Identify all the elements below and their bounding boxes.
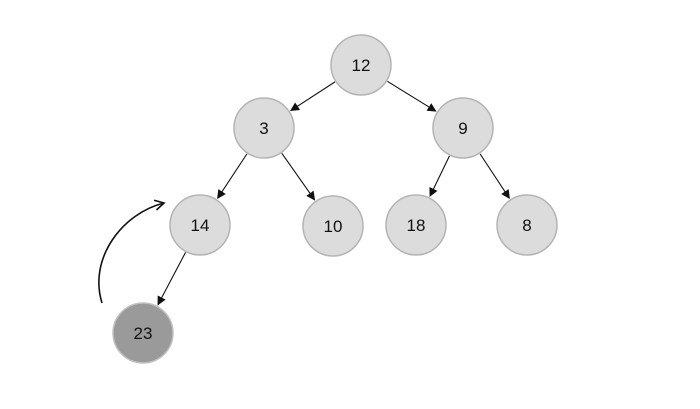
tree-node-23: 23 <box>112 302 174 364</box>
tree-node-12: 12 <box>330 34 392 96</box>
swap-arrow <box>98 199 166 304</box>
edge-n9-to-n18 <box>429 155 450 198</box>
tree-node-8: 8 <box>496 194 558 256</box>
tree-node-3: 3 <box>233 97 295 159</box>
node-circle <box>112 302 174 364</box>
node-label: 14 <box>191 216 210 235</box>
node-circle <box>385 194 447 256</box>
node-circle <box>330 34 392 96</box>
node-label: 12 <box>352 56 371 75</box>
node-circle <box>496 194 558 256</box>
tree-node-9: 9 <box>432 97 494 159</box>
node-label: 10 <box>324 217 343 236</box>
swap-arrow-layer <box>98 199 166 304</box>
edge-n12-to-n9 <box>387 80 437 112</box>
node-label: 18 <box>407 216 426 235</box>
tree-node-14: 14 <box>169 194 231 256</box>
node-circle <box>432 97 494 159</box>
edge-n3-to-n14 <box>217 153 248 200</box>
tree-node-10: 10 <box>302 195 364 257</box>
edge-n9-to-n8 <box>479 153 510 200</box>
nodes-layer: 12 3 9 14 10 18 8 23 <box>112 34 558 364</box>
node-label: 8 <box>522 216 531 235</box>
node-label: 9 <box>458 119 467 138</box>
node-circle <box>302 195 364 257</box>
node-circle <box>169 194 231 256</box>
node-label: 3 <box>259 119 268 138</box>
edges-layer <box>157 80 510 306</box>
edge-n3-to-n10 <box>281 153 316 201</box>
tree-node-18: 18 <box>385 194 447 256</box>
edge-n14-to-n23 <box>157 252 187 306</box>
node-circle <box>233 97 295 159</box>
node-label: 23 <box>134 324 153 343</box>
edge-n12-to-n3 <box>290 81 336 112</box>
